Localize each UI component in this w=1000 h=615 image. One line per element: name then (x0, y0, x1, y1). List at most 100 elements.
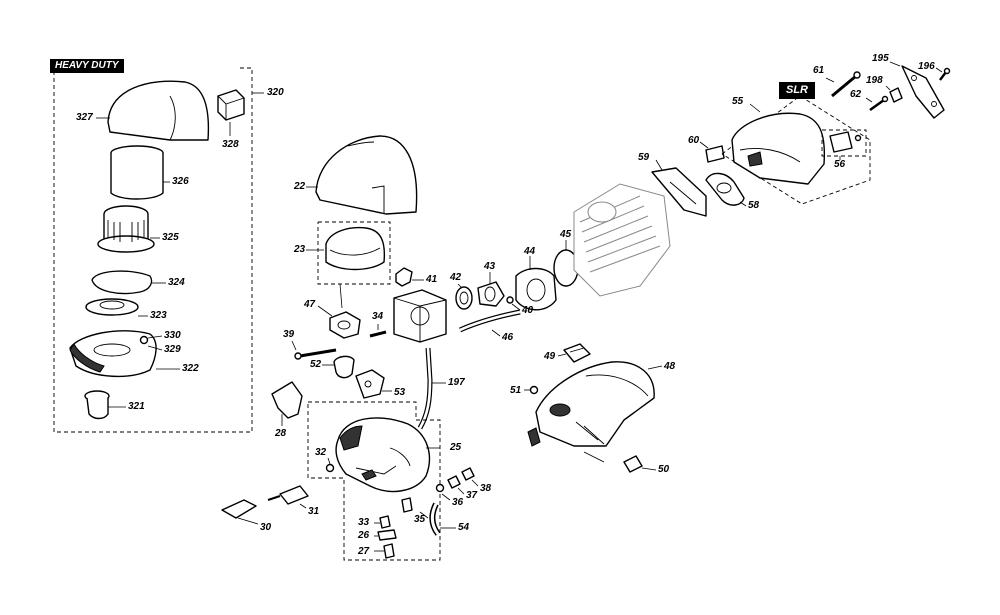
callout-41: 41 (426, 274, 438, 285)
part-43-manifold (477, 272, 505, 307)
part-41-nut (395, 267, 424, 287)
callout-22: 22 (294, 181, 306, 192)
part-30-lever (221, 499, 259, 525)
part-40-clamp (506, 296, 521, 311)
callout-32: 32 (315, 447, 327, 458)
part-198-washer (885, 85, 903, 103)
callout-53: 53 (394, 387, 406, 398)
part-196-screw (935, 67, 951, 81)
part-32-nut (325, 457, 335, 473)
slr-tag: SLR (779, 82, 815, 99)
part-44-intake-boot (515, 256, 557, 311)
callout-195: 195 (872, 53, 889, 64)
callout-43: 43 (484, 261, 496, 272)
part-195-deflector (889, 61, 945, 119)
callout-324: 324 (168, 277, 185, 288)
callout-34: 34 (372, 311, 384, 322)
callout-323: 323 (150, 310, 167, 321)
callout-322: 322 (182, 363, 199, 374)
part-324-seal (91, 270, 166, 295)
part-62-screw (865, 95, 889, 112)
callout-51: 51 (510, 385, 522, 396)
part-36-37-38-grommets (435, 467, 479, 501)
callout-56: 56 (834, 159, 846, 170)
part-197-hose (417, 347, 446, 430)
callout-46: 46 (502, 332, 514, 343)
callout-40: 40 (522, 305, 534, 316)
callout-321: 321 (128, 401, 145, 412)
callout-48: 48 (664, 361, 676, 372)
part-327-prefilter-hood (96, 80, 210, 141)
callout-325: 325 (162, 232, 179, 243)
part-323-baffle (85, 298, 148, 317)
callout-38: 38 (480, 483, 492, 494)
callout-47: 47 (304, 299, 316, 310)
carburetor (339, 283, 447, 343)
part-59-heat-shield (651, 159, 707, 217)
callout-54: 54 (458, 522, 470, 533)
callout-327: 327 (76, 112, 93, 123)
callout-31: 31 (308, 506, 320, 517)
callout-320: 320 (267, 87, 284, 98)
part-55-muffler (721, 95, 871, 205)
part-326-filter-sleeve (110, 145, 170, 200)
part-28-elbow (271, 381, 303, 426)
callout-42: 42 (450, 272, 462, 283)
callout-45: 45 (560, 229, 572, 240)
part-56-spark-arrestor (821, 129, 867, 160)
part-33-26-27-fasteners (374, 515, 397, 559)
callout-328: 328 (222, 139, 239, 150)
callout-326: 326 (172, 176, 189, 187)
part-47-bracket (317, 305, 361, 339)
part-51-screw (524, 385, 539, 395)
part-48-top-cover (527, 361, 663, 463)
callout-50: 50 (658, 464, 670, 475)
callout-28: 28 (275, 428, 287, 439)
callout-23: 23 (294, 244, 306, 255)
part-46-impulse-hose (458, 309, 521, 337)
callout-25: 25 (450, 442, 462, 453)
part-39-bolt (291, 340, 337, 360)
callout-60: 60 (688, 135, 700, 146)
callout-198: 198 (866, 75, 883, 86)
callout-55: 55 (732, 96, 744, 107)
callout-26: 26 (358, 530, 370, 541)
part-49-plate (557, 343, 591, 363)
callout-36: 36 (452, 497, 464, 508)
callout-27: 27 (358, 546, 370, 557)
part-60-spacer (699, 141, 725, 163)
part-61-bolt (825, 71, 861, 98)
part-42-flange (455, 283, 473, 310)
callout-62: 62 (850, 89, 862, 100)
callout-61: 61 (813, 65, 825, 76)
callout-52: 52 (310, 359, 322, 370)
part-321-adapter (84, 390, 126, 420)
callout-49: 49 (544, 351, 556, 362)
part-25-housing (307, 401, 441, 561)
callout-196: 196 (918, 61, 935, 72)
part-35-54-tube (401, 497, 456, 536)
part-328-grommet (217, 89, 245, 136)
callout-37: 37 (466, 490, 478, 501)
part-22-filter-cover (306, 135, 418, 215)
part-325-filter-element (97, 205, 160, 253)
part-58-gasket (705, 172, 747, 207)
callout-197: 197 (448, 377, 465, 388)
callout-330: 330 (164, 330, 181, 341)
part-50-plug (623, 455, 657, 473)
callout-33: 33 (358, 517, 370, 528)
part-52-buffer (322, 355, 355, 379)
heavy-duty-tag: HEAVY DUTY (50, 59, 124, 73)
part-322-filter-base (69, 330, 180, 378)
part-34-pin (369, 324, 387, 338)
part-330-329-screw (139, 335, 163, 351)
callout-39: 39 (283, 329, 295, 340)
part-23-air-filter (306, 221, 391, 285)
cylinder-reference (573, 183, 671, 297)
callout-44: 44 (524, 246, 536, 257)
callout-35: 35 (414, 514, 426, 525)
callout-329: 329 (164, 344, 181, 355)
callout-59: 59 (638, 152, 650, 163)
